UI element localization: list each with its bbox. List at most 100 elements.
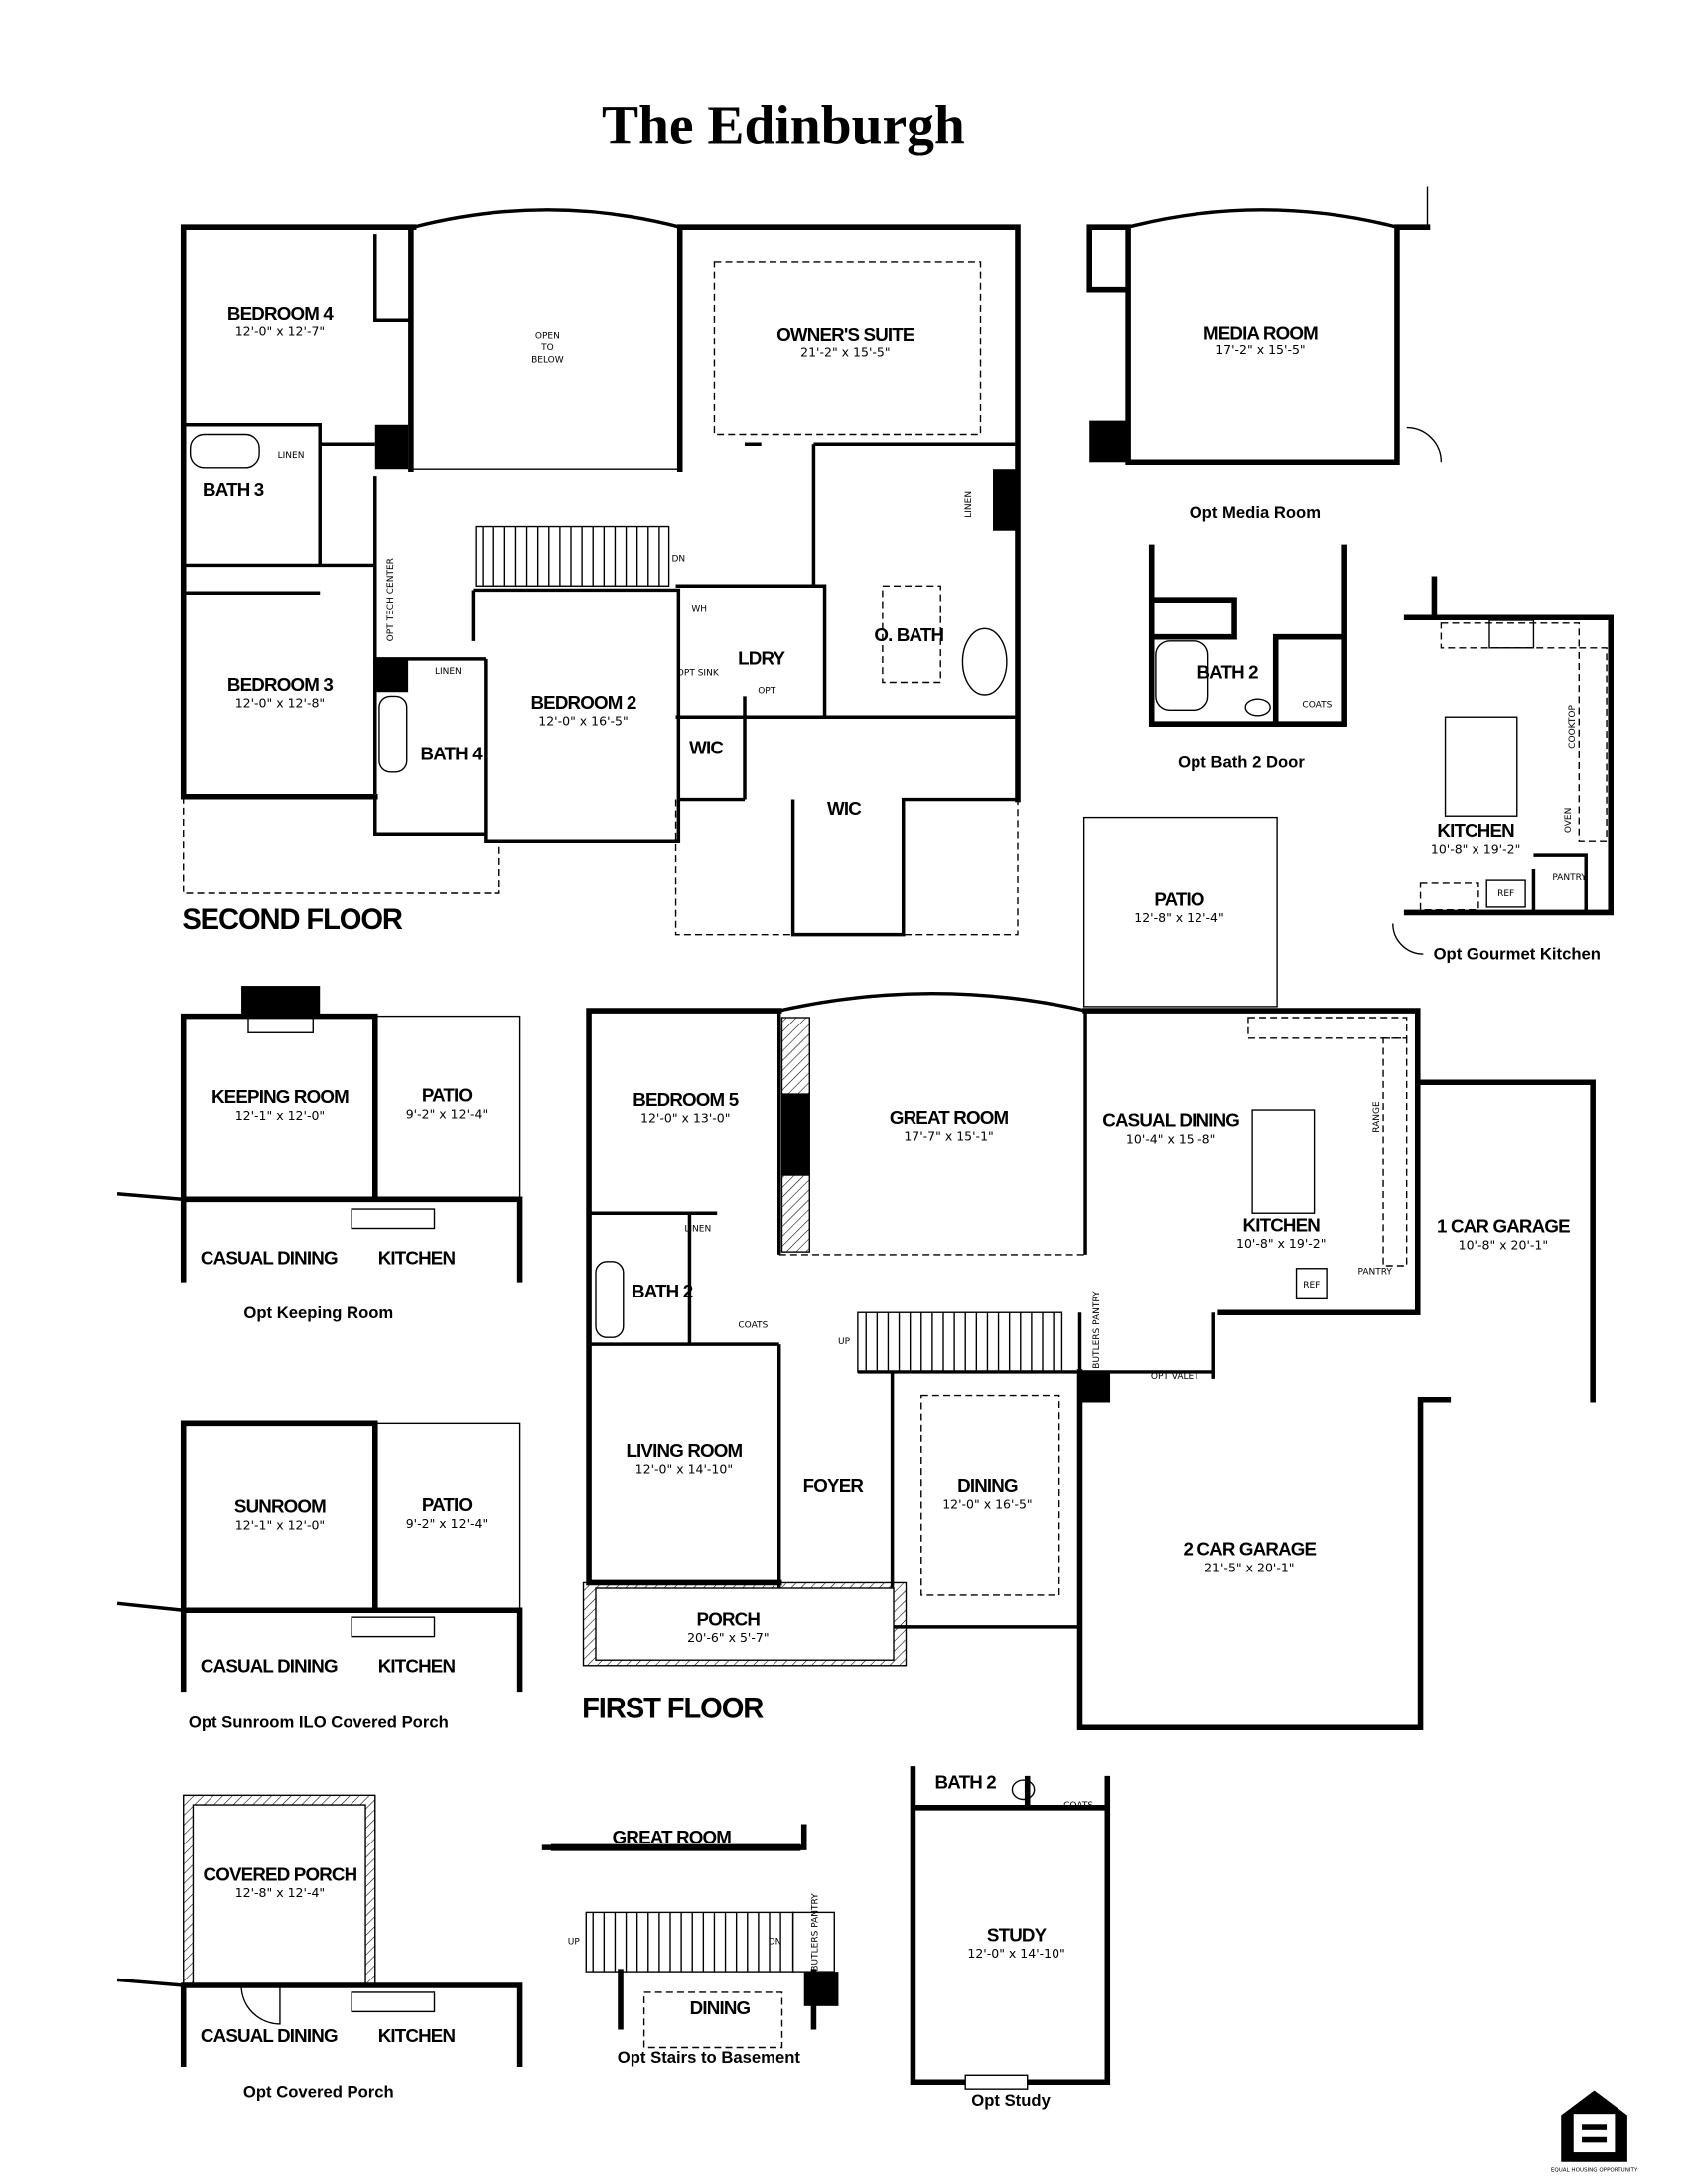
note-label: RANGE (1372, 1101, 1382, 1133)
room-name: PATIO (422, 1494, 473, 1515)
room-name: CASUAL DINING (201, 1656, 338, 1677)
room-name: WIC (689, 738, 724, 758)
room-name: 1 CAR GARAGE (1437, 1216, 1570, 1237)
note-label: COATS (738, 1321, 768, 1331)
room-name: BEDROOM 2 (530, 692, 635, 713)
note-label: COATS (1302, 701, 1332, 711)
room-dims: 9'-2" x 12'-4" (406, 1106, 489, 1121)
room-name: MEDIA ROOM (1203, 323, 1318, 343)
room-name: DINING (690, 1997, 751, 2018)
note-label: OPT SINK (677, 669, 720, 679)
option-caption: Opt Gourmet Kitchen (1434, 945, 1601, 964)
option-caption: Opt Keeping Room (243, 1303, 393, 1322)
room-name: KITCHEN (1437, 820, 1514, 841)
note-label: COATS (1063, 1801, 1093, 1811)
note-label: OPT (758, 687, 776, 697)
equal-housing-logo: EQUAL HOUSING OPPORTUNITY (1551, 2090, 1638, 2174)
note-label: OPEN (535, 331, 560, 341)
opt-media-room-plan (1086, 186, 1443, 466)
room-dims: 10'-4" x 15'-8" (1126, 1131, 1215, 1146)
option-caption: Opt Study (971, 2091, 1051, 2110)
note-label: DN (769, 1937, 782, 1947)
room-dims: 12'-1" x 12'-0" (235, 1108, 325, 1123)
room-name: BATH 2 (935, 1771, 997, 1792)
room-name: STUDY (987, 1925, 1048, 1946)
note-label: DN (671, 554, 685, 564)
room-name: GREAT ROOM (890, 1107, 1009, 1128)
opt-study-plan (910, 1766, 1111, 2090)
room-name: BEDROOM 5 (633, 1089, 738, 1110)
second-floor-plan (180, 208, 1021, 937)
room-name: BATH 2 (632, 1281, 693, 1301)
note-label: LINEN (684, 1224, 711, 1234)
room-name: KITCHEN (378, 1248, 456, 1269)
room-name: KITCHEN (378, 1656, 456, 1677)
room-dims: 12'-0" x 13'-0" (640, 1111, 730, 1126)
note-label: OPT TECH CENTER (386, 558, 396, 641)
note-label: LINEN (278, 451, 305, 461)
room-name: CASUAL DINING (201, 2025, 338, 2046)
room-dims: 10'-8" x 19'-2" (1431, 842, 1520, 857)
room-dims: 12'-8" x 12'-4" (235, 1885, 325, 1900)
note-label: OPT BUTLERS PANTRY (811, 1893, 821, 1992)
equal-housing-logo-text: EQUAL HOUSING OPPORTUNITY (1551, 2168, 1638, 2174)
note-label: WH (691, 604, 707, 614)
stair-treads-second (482, 526, 660, 587)
option-caption: Opt Bath 2 Door (1178, 753, 1305, 772)
option-caption: Opt Sunroom ILO Covered Porch (189, 1712, 449, 1731)
room-dims: 10'-8" x 19'-2" (1236, 1236, 1326, 1251)
note-label: UP (838, 1337, 851, 1347)
room-name: PORCH (697, 1609, 761, 1630)
room-dims: 12'-0" x 14'-10" (967, 1946, 1064, 1961)
floor-heading: SECOND FLOOR (182, 904, 403, 936)
note-label: OVEN (1564, 808, 1574, 834)
room-dims: 10'-8" x 20'-1" (1459, 1237, 1548, 1252)
room-name: LIVING ROOM (626, 1440, 742, 1461)
room-dims: 20'-6" x 5'-7" (687, 1630, 770, 1645)
room-dims: 12'-0" x 12'-8" (235, 696, 325, 711)
room-name: BEDROOM 3 (227, 674, 333, 695)
floor-heading: FIRST FLOOR (582, 1694, 764, 1725)
room-dims: 21'-5" x 20'-1" (1204, 1560, 1294, 1574)
room-name: PATIO (422, 1085, 473, 1106)
note-label: PANTRY (1552, 873, 1587, 883)
room-dims: 9'-2" x 12'-4" (406, 1516, 489, 1531)
option-caption: Opt Covered Porch (243, 2083, 394, 2102)
room-dims: 12'-0" x 16'-5" (942, 1496, 1032, 1511)
opt-sunroom-plan (116, 1420, 523, 1693)
room-name: BATH 4 (421, 743, 484, 763)
room-name: COVERED PORCH (204, 1863, 357, 1884)
note-label: OPT VALET (1151, 1372, 1199, 1382)
note-label: REF (1497, 889, 1514, 899)
plan-title: The Edinburgh (602, 94, 965, 156)
room-dims: 12'-0" x 12'-7" (235, 324, 325, 339)
room-dims: 17'-2" x 15'-5" (1215, 342, 1305, 357)
room-name: GREAT ROOM (613, 1827, 732, 1847)
room-name: OWNER'S SUITE (776, 324, 914, 344)
opt-stairs-basement-plan (541, 1824, 839, 2049)
room-dims: 17'-7" x 15'-1" (904, 1129, 993, 1144)
room-name: 2 CAR GARAGE (1183, 1539, 1316, 1560)
room-name: BATH 3 (203, 479, 264, 500)
note-label: TO (540, 343, 554, 353)
opt-bath2-door-plan (1148, 544, 1347, 727)
room-name: LDRY (738, 647, 785, 668)
room-name: DINING (957, 1475, 1018, 1496)
option-caption: Opt Stairs to Basement (618, 2048, 801, 2067)
stair-treads-first (865, 1312, 1055, 1372)
room-name: O. BATH (874, 624, 943, 645)
option-caption: Opt Media Room (1190, 503, 1321, 522)
note-label: LINEN (964, 491, 974, 518)
note-label: COOKTOP (1568, 705, 1578, 749)
room-name: SUNROOM (234, 1496, 326, 1517)
note-label: UP (568, 1937, 581, 1947)
stair-treads-basement (592, 1912, 781, 1973)
opt-covered-porch-plan (116, 1794, 523, 2067)
note-label: OPT BUTLERS PANTRY (1092, 1291, 1102, 1390)
room-name: KITCHEN (1243, 1214, 1321, 1235)
note-label: BELOW (531, 355, 564, 365)
room-name: KITCHEN (378, 2025, 456, 2046)
opt-keeping-room-plan (116, 986, 523, 1283)
room-name: BEDROOM 4 (227, 303, 334, 324)
